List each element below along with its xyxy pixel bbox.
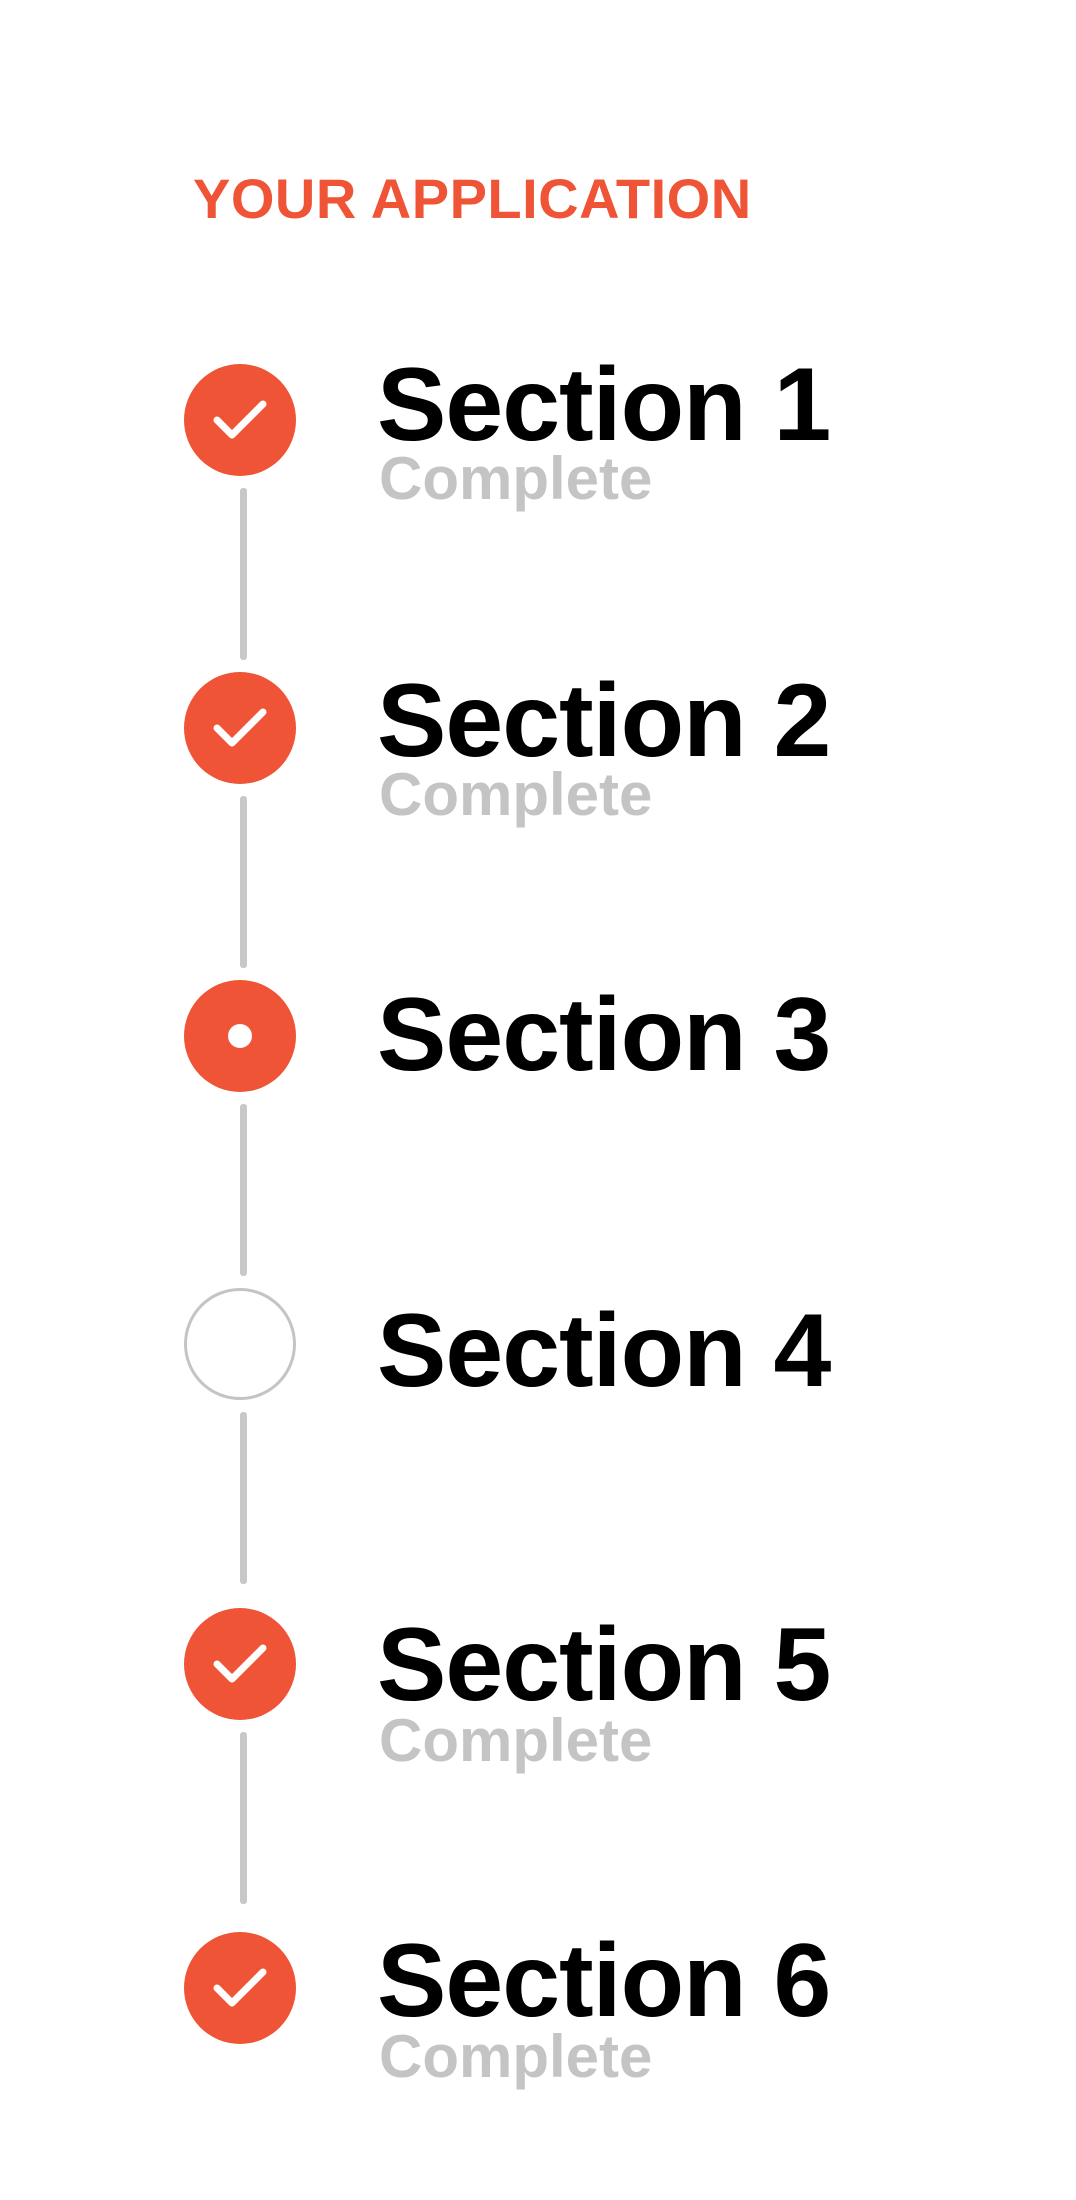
step-2-status: Complete xyxy=(379,761,653,828)
step-6-title[interactable]: Section 6 xyxy=(377,1923,831,2039)
check-icon xyxy=(212,706,268,750)
check-icon xyxy=(212,1642,268,1686)
step-4-marker[interactable] xyxy=(184,1288,296,1400)
step-2-marker[interactable] xyxy=(184,672,296,784)
step-connector xyxy=(240,1104,247,1276)
step-6-status: Complete xyxy=(379,2023,653,2090)
step-1-marker[interactable] xyxy=(184,364,296,476)
dot-icon xyxy=(228,1024,252,1048)
step-connector xyxy=(240,1412,247,1584)
step-5-status: Complete xyxy=(379,1707,653,1774)
step-3-title[interactable]: Section 3 xyxy=(377,977,831,1093)
step-connector xyxy=(240,796,247,968)
step-5-marker[interactable] xyxy=(184,1608,296,1720)
application-header: YOUR APPLICATION xyxy=(193,167,752,230)
step-3-marker[interactable] xyxy=(184,980,296,1092)
check-icon xyxy=(212,1966,268,2010)
step-1-status: Complete xyxy=(379,445,653,512)
step-4-title[interactable]: Section 4 xyxy=(377,1293,831,1409)
step-connector xyxy=(240,488,247,660)
step-6-marker[interactable] xyxy=(184,1932,296,2044)
step-2-title[interactable]: Section 2 xyxy=(377,663,831,779)
step-1-title[interactable]: Section 1 xyxy=(377,347,831,463)
step-5-title[interactable]: Section 5 xyxy=(377,1607,831,1723)
check-icon xyxy=(212,398,268,442)
step-connector xyxy=(240,1732,247,1904)
